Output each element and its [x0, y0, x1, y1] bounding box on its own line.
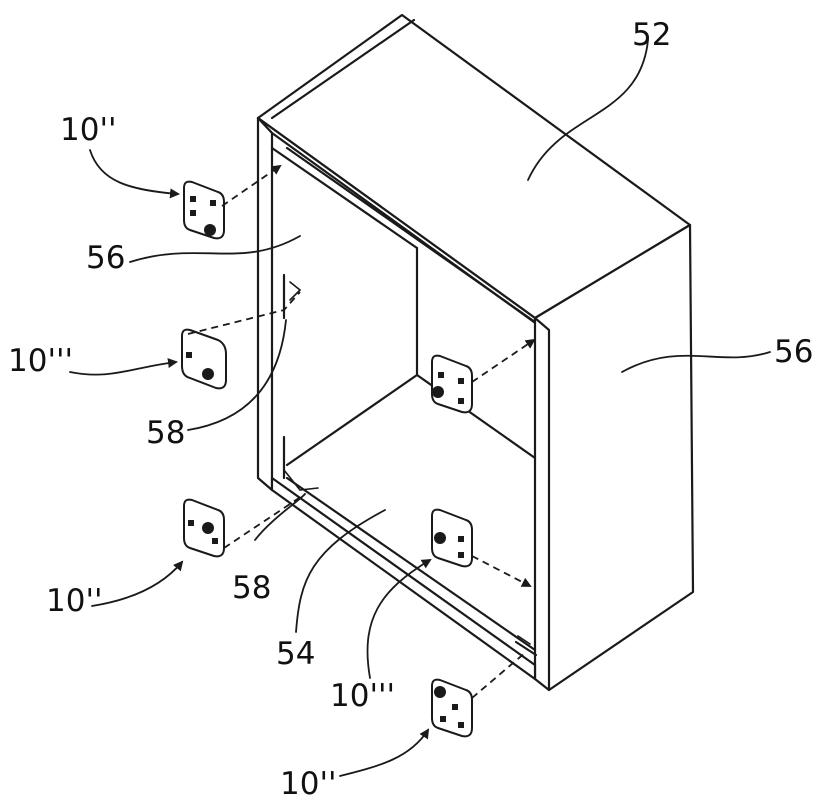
label-connector-bottom-right: 10''	[280, 766, 337, 802]
label-connector-mid-left: 10'''	[8, 343, 73, 379]
connector-bottom-right	[432, 680, 472, 737]
label-connector-inner-bottom: 10'''	[330, 678, 395, 714]
label-side-panel-left: 56	[86, 240, 125, 276]
label-top-panel: 52	[632, 17, 671, 53]
connector-mid-left	[182, 330, 226, 389]
groove-upper	[284, 275, 300, 318]
left-side-panel-front-edge	[258, 118, 272, 490]
label-groove-lower: 58	[232, 570, 271, 606]
label-connector-top-left: 10''	[60, 112, 117, 148]
connector-inner-right-upper	[432, 356, 472, 413]
label-connector-low-left: 10''	[46, 583, 103, 619]
connector-top-left	[184, 182, 224, 239]
label-bottom-panel: 54	[276, 636, 315, 672]
connector-inner-bottom	[432, 510, 472, 567]
right-side-panel-front-edge	[535, 318, 549, 690]
label-groove-upper: 58	[146, 415, 185, 451]
connector-low-left	[184, 500, 224, 557]
label-side-panel-right: 56	[774, 334, 813, 370]
cabinet-body	[258, 15, 693, 690]
